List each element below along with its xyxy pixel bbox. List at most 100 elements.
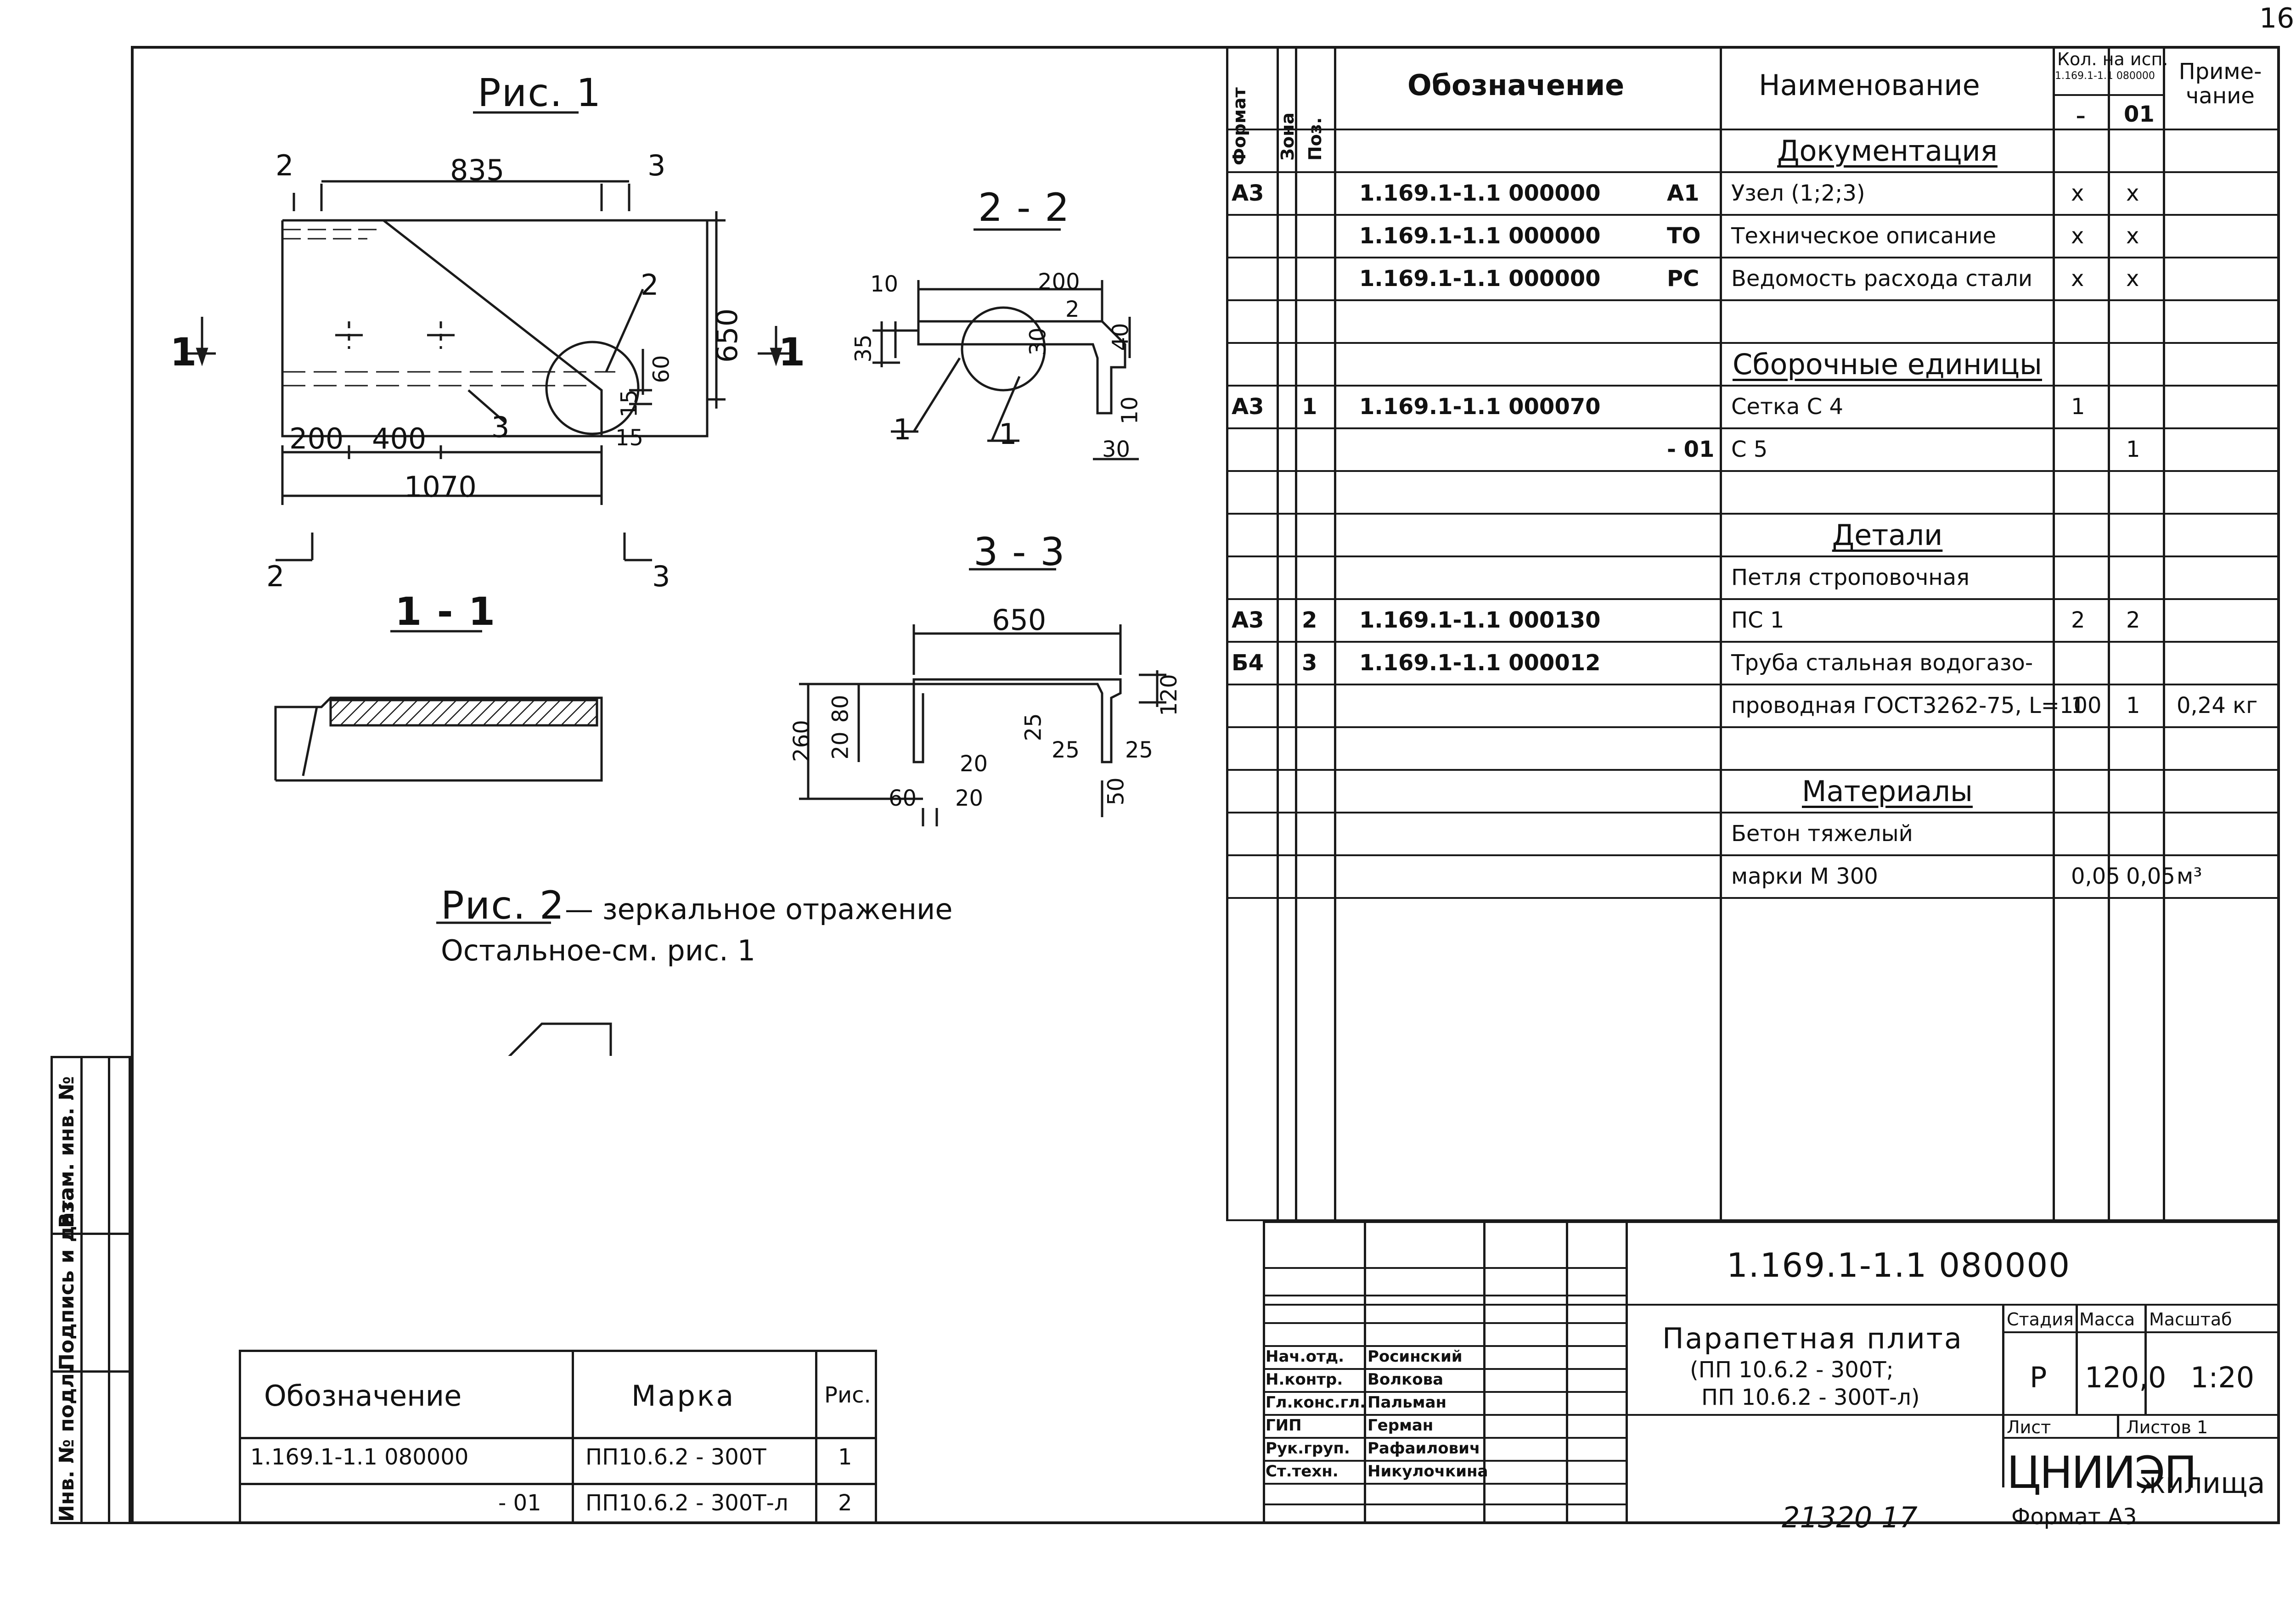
mass-label: Масса [2079, 1309, 2135, 1330]
signature-role: Ст.техн. [1266, 1462, 1339, 1481]
spec-pos: 2 [1302, 607, 1317, 633]
spec-qty-base: x [2071, 266, 2084, 292]
col-header-qty-doc: 1.169.1-1.1 080000 [2055, 70, 2155, 82]
product-marks-1: (ПП 10.6.2 - 300Т; [1690, 1357, 1894, 1383]
spec-name: Бетон тяжелый [1731, 821, 1913, 847]
spec-section-title: Документация [1777, 134, 1998, 168]
spec-pos: 3 [1302, 650, 1317, 676]
title-block: 1.169.1-1.1 080000 Парапетная плита (ПП … [1263, 1221, 2280, 1532]
stage-value: Р [2030, 1361, 2047, 1394]
fig2-note: — зеркальное отражение [565, 892, 953, 926]
dim-2-2-35: 35 [850, 334, 877, 363]
spec-designation: 1.169.1-1.1 000012 [1359, 650, 1601, 676]
dim-3-3-20c: 20 [955, 785, 984, 811]
signature-name: Никулочкина [1367, 1462, 1488, 1481]
spec-qty-01: 1 [2126, 437, 2140, 462]
dim-3-3-260: 260 [788, 720, 815, 762]
spec-pos: 1 [1302, 394, 1317, 420]
spec-designation: 1.169.1-1.1 000000 [1359, 223, 1601, 249]
spec-format: А3 [1232, 180, 1264, 206]
dim-2-2-30b: 30 [1102, 437, 1131, 462]
dim-15-a: 15 [616, 389, 642, 418]
dim-3-3-650: 650 [992, 603, 1047, 637]
dim-3-3-20: 20 [827, 731, 854, 760]
dim-3-3-25b: 25 [1052, 737, 1080, 763]
cut-2-bottom: 2 [266, 560, 285, 593]
doc-number: 1.169.1-1.1 080000 [1727, 1246, 2071, 1285]
dim-2-2-10: 10 [870, 271, 899, 297]
dim-3-3-50: 50 [1103, 777, 1129, 806]
callout-2-2-1b: 1 [999, 417, 1017, 451]
dim-650: 650 [710, 308, 744, 363]
dim-2: 2 [276, 149, 294, 182]
signature-name: Росинский [1367, 1347, 1463, 1366]
signature-role: Рук.груп. [1266, 1439, 1350, 1458]
side-stamp: Инв. № подл. Подпись и дата Взам. инв. № [51, 1056, 133, 1524]
spec-section-title: Детали [1832, 518, 1943, 552]
spec-section-title: Материалы [1802, 774, 1973, 808]
spec-section-title: Сборочные единицы [1732, 348, 2042, 381]
section-2-2-view [872, 280, 1139, 460]
spec-format: Б4 [1232, 650, 1264, 676]
fig2-mirror-view [508, 1022, 612, 1056]
col-header-name: Наименование [1759, 68, 1980, 102]
dim-1070: 1070 [404, 470, 477, 504]
dim-3-3-25a: 25 [1020, 713, 1047, 741]
spec-designation: 1.169.1-1.1 000070 [1359, 394, 1601, 420]
spec-designation-suffix: - 01 [1667, 437, 1715, 462]
dim-60: 60 [648, 355, 675, 383]
spec-qty-01: 1 [2126, 693, 2140, 718]
spec-note: 0,24 кг [2177, 693, 2258, 718]
dim-3-3-120: 120 [1156, 674, 1182, 716]
dim-3-3-25c: 25 [1125, 737, 1154, 763]
spec-qty-base: 1 [2071, 693, 2085, 718]
spec-qty-01: x [2126, 266, 2139, 292]
col-header-qty-01: 01 [2124, 101, 2155, 127]
dim-2-2-30: 30 [1025, 327, 1051, 356]
col-header-designation: Обозначение [1407, 68, 1625, 102]
mark-header-designation: Обозначение [264, 1379, 462, 1413]
org-logo: ЦНИИЭП [2007, 1447, 2197, 1498]
archive-number: 21320 17 [1782, 1501, 1918, 1534]
spec-designation: 1.169.1-1.1 000000 [1359, 180, 1601, 206]
spec-qty-base: 1 [2071, 394, 2085, 420]
col-header-pos: Поз. [1305, 117, 1325, 161]
scale-label: Масштаб [2149, 1309, 2232, 1330]
spec-qty-01: x [2126, 223, 2139, 249]
spec-note: м³ [2177, 864, 2202, 889]
spec-name: проводная ГОСТ3262-75, L=100 [1731, 693, 2102, 718]
spec-designation-suffix: ТО [1667, 223, 1701, 249]
spec-qty-base: x [2071, 223, 2084, 249]
col-header-format: Формат [1229, 87, 1249, 165]
callout-2: 2 [641, 268, 659, 302]
signature-name: Рафаилович [1367, 1439, 1480, 1458]
section-2-2-title: 2 - 2 [978, 185, 1070, 230]
dim-3: 3 [647, 149, 666, 182]
cut-1-right: 1 [778, 330, 806, 375]
signature-role: ГИП [1266, 1416, 1302, 1435]
spec-name: Сетка С 4 [1731, 394, 1843, 420]
signature-role: Н.контр. [1266, 1370, 1343, 1389]
signature-name: Герман [1367, 1416, 1434, 1435]
dim-2-2-200: 200 [1038, 269, 1080, 295]
callout-3: 3 [491, 410, 510, 444]
cut-1-left: 1 [170, 330, 198, 375]
dim-400: 400 [372, 422, 427, 455]
signature-name: Волкова [1367, 1370, 1444, 1389]
spec-qty-01: 0,05 [2126, 864, 2175, 889]
col-header-note: Приме-чание [2178, 59, 2262, 109]
scale-value: 1:20 [2190, 1361, 2255, 1394]
fig2-note-rest: Остальное-см. рис. 1 [441, 934, 756, 967]
mark-designation: - 01 [498, 1490, 541, 1516]
product-name: Парапетная плита [1662, 1322, 1963, 1355]
dim-2-2-40: 40 [1108, 323, 1134, 351]
sheet-frame [131, 46, 2280, 1524]
col-header-qty: Кол. на исп. [2057, 49, 2168, 69]
spec-designation-suffix: РС [1667, 266, 1699, 292]
mark-table: Обозначение Марка Рис. 1.169.1-1.1 08000… [239, 1350, 877, 1524]
spec-qty-base: x [2071, 180, 2084, 206]
spec-designation: 1.169.1-1.1 000130 [1359, 607, 1601, 633]
signature-name: Пальман [1367, 1393, 1447, 1412]
fig2-title: Рис. 2 [441, 883, 565, 928]
product-marks-2: ПП 10.6.2 - 300Т-л) [1701, 1385, 1920, 1410]
